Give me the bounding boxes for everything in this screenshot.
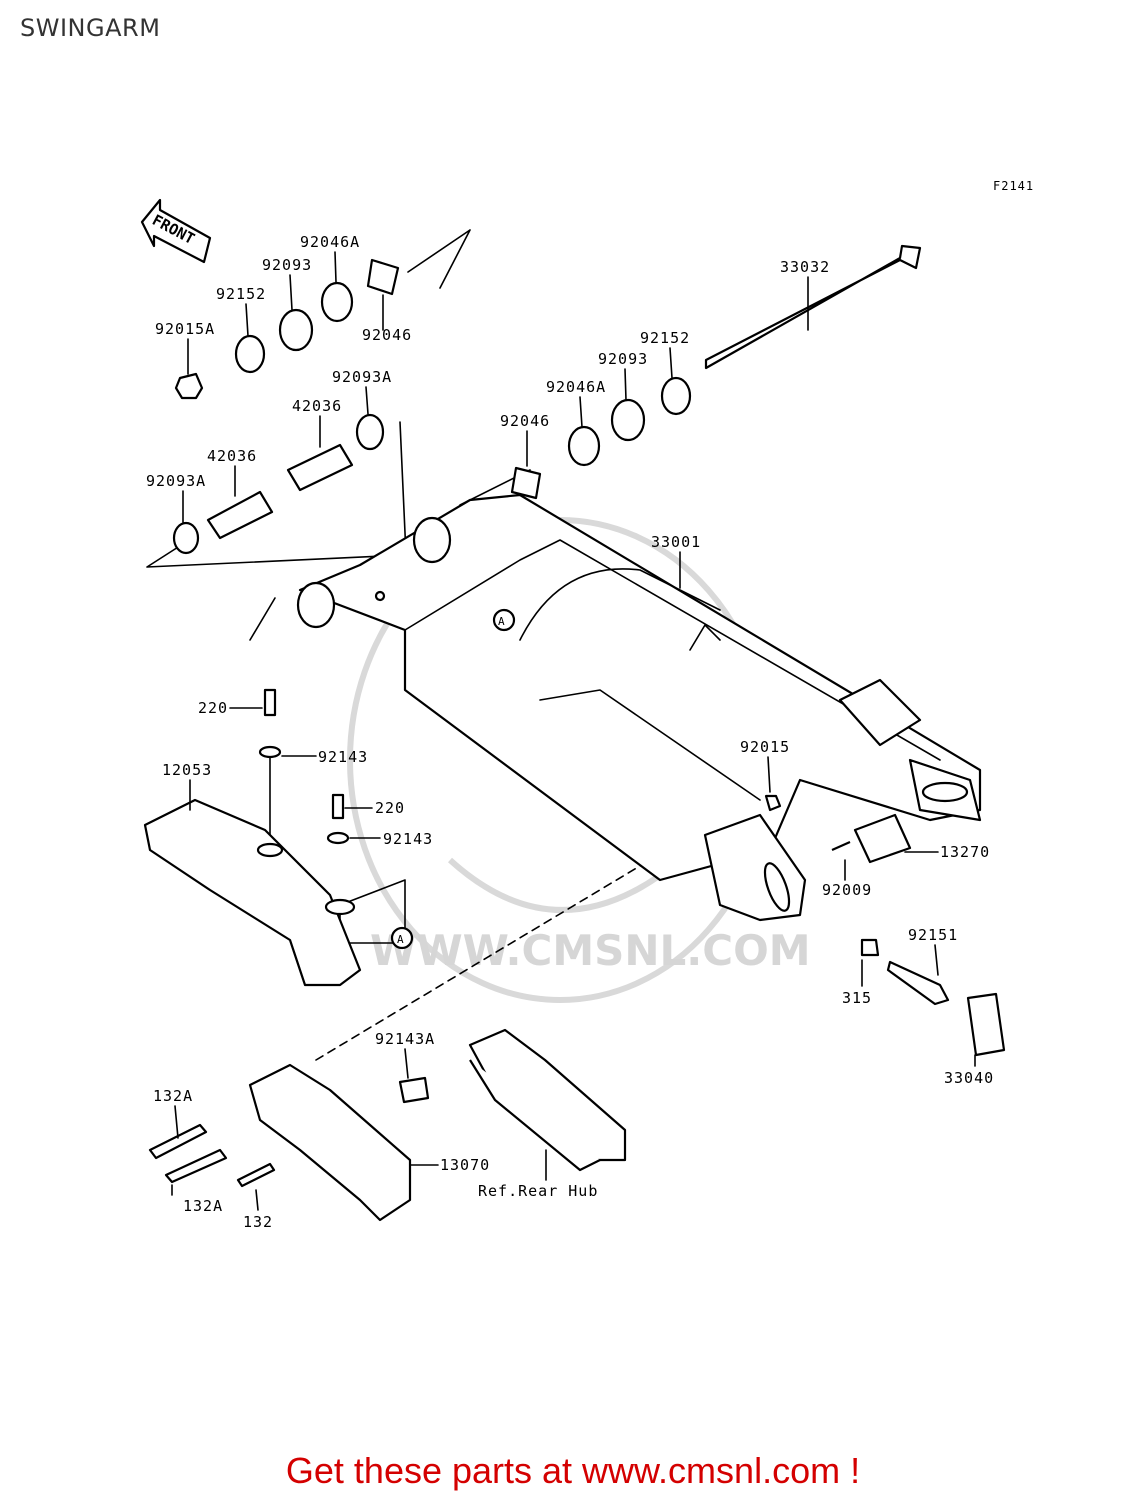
pivot-hardware bbox=[172, 244, 922, 555]
label-92046-right: 92046 bbox=[500, 412, 550, 430]
label-92093-right: 92093 bbox=[598, 350, 648, 368]
label-92046A-right: 92046A bbox=[546, 378, 606, 396]
label-132A-top: 132A bbox=[153, 1087, 193, 1105]
chain-adjuster-parts bbox=[831, 813, 1006, 1057]
page-title: SWINGARM bbox=[20, 14, 161, 42]
label-92093A-top: 92093A bbox=[332, 368, 392, 386]
label-13270: 13270 bbox=[940, 843, 990, 861]
label-92015: 92015 bbox=[740, 738, 790, 756]
swingarm-33001: A bbox=[296, 493, 982, 922]
label-220-mid: 220 bbox=[375, 799, 405, 817]
label-42036-top: 42036 bbox=[292, 397, 342, 415]
label-132: 132 bbox=[243, 1213, 273, 1231]
label-92143-mid: 92143 bbox=[383, 830, 433, 848]
buy-parts-link[interactable]: Get these parts at www.cmsnl.com ! bbox=[285, 1450, 861, 1491]
label-33001: 33001 bbox=[651, 533, 701, 551]
label-42036-bottom: 42036 bbox=[207, 447, 257, 465]
label-92152-top: 92152 bbox=[216, 285, 266, 303]
label-92046A-top: 92046A bbox=[300, 233, 360, 251]
label-13070: 13070 bbox=[440, 1156, 490, 1174]
chain-guide-13070 bbox=[148, 1028, 627, 1222]
watermark-text: WWW.CMSNL.COM bbox=[370, 926, 811, 975]
label-92151: 92151 bbox=[908, 926, 958, 944]
label-92015A: 92015A bbox=[155, 320, 215, 338]
label-92093A-left: 92093A bbox=[146, 472, 206, 490]
label-33032: 33032 bbox=[780, 258, 830, 276]
callout-a-top: A bbox=[498, 615, 506, 628]
label-92009: 92009 bbox=[822, 881, 872, 899]
label-315: 315 bbox=[842, 989, 872, 1007]
label-92046-top: 92046 bbox=[362, 326, 412, 344]
label-92143A: 92143A bbox=[375, 1030, 435, 1048]
label-220-top: 220 bbox=[198, 699, 228, 717]
label-92143-top: 92143 bbox=[318, 748, 368, 766]
label-132A-bottom: 132A bbox=[183, 1197, 223, 1215]
label-33040: 33040 bbox=[944, 1069, 994, 1087]
figure-code: F2141 bbox=[993, 179, 1034, 193]
part-labels: 92046A 92093 92152 92015A 92046 33032 92… bbox=[146, 233, 994, 1231]
callout-a-bottom: A bbox=[397, 933, 405, 946]
chain-slider-12053 bbox=[143, 688, 782, 987]
label-92152-right: 92152 bbox=[640, 329, 690, 347]
front-arrow-icon: FRONT bbox=[140, 198, 212, 264]
ref-rear-hub-note: Ref.Rear Hub bbox=[478, 1182, 598, 1200]
label-12053: 12053 bbox=[162, 761, 212, 779]
label-92093-top: 92093 bbox=[262, 256, 312, 274]
